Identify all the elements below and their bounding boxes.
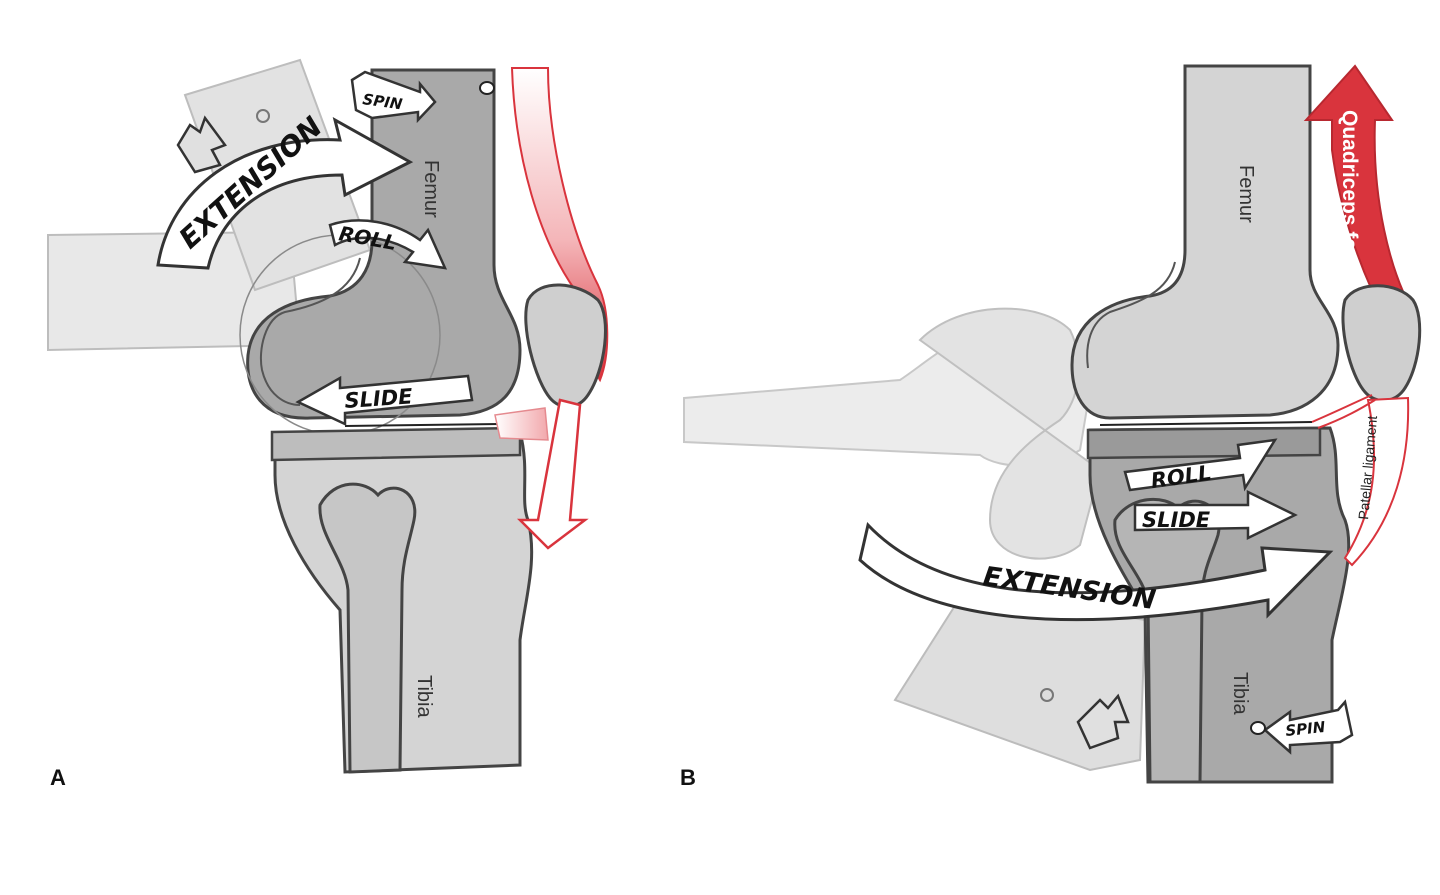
panel-a: EXTENSION ROLL SLIDE SPIN Femur Tibia A: [47, 58, 609, 790]
femur-b-inner: [1086, 261, 1176, 369]
faded-pin-b: [1040, 688, 1054, 702]
femur-a: [246, 68, 522, 420]
patella-b: [1341, 284, 1422, 402]
slide-label-b: SLIDE: [1142, 508, 1211, 532]
femur-label-a: Femur: [420, 160, 442, 218]
roll-arrow-b: [1123, 438, 1278, 492]
patellar-red-fade-a: [494, 407, 549, 441]
femur-a-inner: [259, 257, 361, 406]
extension-arrow-a: [156, 116, 414, 270]
tibia-a-plateau: [270, 426, 522, 462]
force-arrow-a: [176, 115, 227, 174]
panel-b: Quadriceps femoris Patellar ligament ROL…: [680, 64, 1422, 790]
faded-joint: [918, 307, 1102, 560]
spin-arrow-a: [350, 70, 437, 124]
red-fibers-b: [1311, 394, 1376, 429]
tibia-label-a: Tibia: [413, 675, 435, 718]
slide-label-a: SLIDE: [344, 384, 414, 413]
force-arrow-b: [1076, 693, 1130, 750]
spin-pin-b: [1250, 721, 1266, 735]
femur-label-b: Femur: [1235, 165, 1257, 223]
spin-label-a: SPIN: [361, 90, 403, 113]
panel-letter-a: A: [50, 765, 66, 790]
spin-label-b: SPIN: [1285, 718, 1327, 740]
slide-arrow-a: [295, 374, 474, 426]
fibula-a: [318, 482, 417, 774]
roll-arrow-a: [328, 219, 448, 270]
fibula-b: [1113, 497, 1221, 784]
quadriceps-label-b: Quadriceps femoris: [1338, 110, 1361, 307]
femur-a-pin: [479, 81, 495, 95]
patellar-ligament-b: [1343, 396, 1410, 567]
tibia-b-plateau: [1086, 426, 1322, 460]
meniscus-line-a: [344, 423, 501, 427]
tibia-label-b: Tibia: [1229, 672, 1251, 715]
patella-a: [524, 283, 607, 409]
slide-arrow-b: [1133, 489, 1298, 541]
extension-arrow-b: [858, 521, 1334, 622]
meniscus-line-b: [1099, 421, 1313, 426]
spin-arrow-b: [1262, 699, 1354, 755]
femur-b: [1070, 64, 1340, 420]
patellar-tendon-arrow-a: [516, 398, 589, 550]
panel-letter-b: B: [680, 765, 696, 790]
faded-pin: [256, 109, 270, 123]
